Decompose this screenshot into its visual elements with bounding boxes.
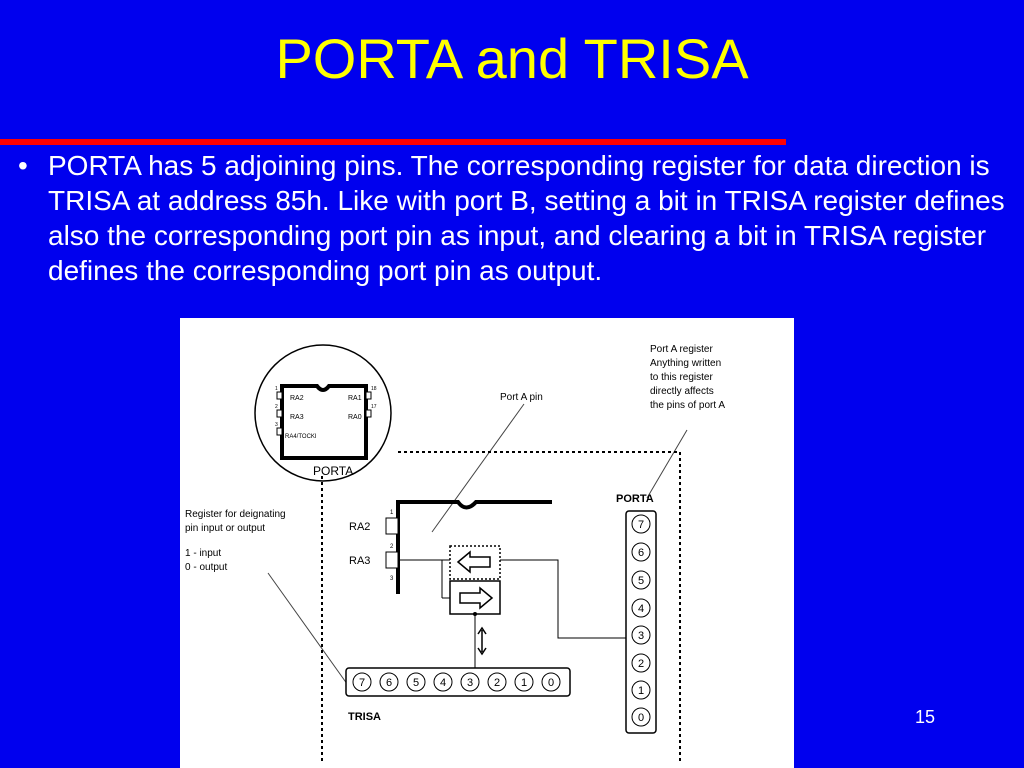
chip-pin-ra1: RA1 xyxy=(348,395,362,402)
porta-bit: 1 xyxy=(638,685,644,697)
porta-bit: 5 xyxy=(638,575,644,587)
chip-pin-ra0: RA0 xyxy=(348,414,362,421)
leader-lines xyxy=(267,403,688,689)
trisa-label: TRISA xyxy=(348,711,381,723)
svg-text:Port A register: Port A register xyxy=(650,344,713,355)
chip-pin-num: 17 xyxy=(371,404,377,410)
porta-register xyxy=(625,510,657,734)
porta-bit: 3 xyxy=(638,630,644,642)
bullet-item: • PORTA has 5 adjoining pins. The corres… xyxy=(18,148,1018,288)
bidirectional-arrow-icon xyxy=(477,626,487,656)
porta-bits: 7 6 5 4 3 2 1 0 xyxy=(631,514,651,727)
chip-pin-num: 3 xyxy=(275,422,278,428)
callout-port-a-pin: Port A pin xyxy=(500,392,543,403)
slide-title: PORTA and TRISA xyxy=(275,27,749,90)
callout-trisa-register: Register for deignating pin input or out… xyxy=(185,509,286,573)
chip-pin-num: 18 xyxy=(371,386,377,392)
trisa-bit: 6 xyxy=(386,677,392,689)
pin-ra2-icon xyxy=(385,517,399,535)
title-divider xyxy=(0,139,786,145)
bullet-list: • PORTA has 5 adjoining pins. The corres… xyxy=(18,148,1018,288)
porta-bit: 6 xyxy=(638,547,644,559)
arrow-left-icon xyxy=(456,550,491,574)
svg-text:pin input or output: pin input or output xyxy=(185,523,265,534)
trisa-register xyxy=(345,667,571,697)
pin-number: 2 xyxy=(390,544,394,550)
porta-bit: 4 xyxy=(638,603,644,615)
dashed-boundary xyxy=(321,451,681,763)
svg-text:0 - output: 0 - output xyxy=(185,562,227,573)
callout-porta-register: Port A register Anything written to this… xyxy=(650,344,725,411)
bullet-dot-icon: • xyxy=(18,150,28,181)
svg-text:the pins of port A: the pins of port A xyxy=(650,400,725,411)
svg-text:directly affects: directly affects xyxy=(650,386,714,397)
arrow-right-icon xyxy=(459,586,494,610)
diagram-svg: RA2 RA3 RA4/TOCKI RA1 RA0 1 2 3 18 17 PO… xyxy=(185,344,725,763)
trisa-bit: 2 xyxy=(494,677,500,689)
trisa-bit: 7 xyxy=(359,677,365,689)
chip-pin-num: 1 xyxy=(275,386,278,392)
inset-label: PORTA xyxy=(313,464,353,478)
porta-trisa-diagram: RA2 RA3 RA4/TOCKI RA1 RA0 1 2 3 18 17 PO… xyxy=(180,318,794,768)
chip-body-icon xyxy=(280,384,368,460)
chip-pin-ra4: RA4/TOCKI xyxy=(285,434,317,440)
chip-pin-num: 2 xyxy=(275,404,278,410)
wires xyxy=(398,559,626,668)
page-number: 15 xyxy=(914,707,936,727)
chip-inset: RA2 RA3 RA4/TOCKI RA1 RA0 1 2 3 18 17 PO… xyxy=(254,344,392,482)
pin-ra3-icon xyxy=(385,551,399,569)
porta-label: PORTA xyxy=(616,493,654,505)
pin-number: 1 xyxy=(390,510,394,516)
svg-text:Register for deignating: Register for deignating xyxy=(185,509,286,520)
pin-label-ra3: RA3 xyxy=(349,555,370,567)
pin-label-ra2: RA2 xyxy=(349,521,370,533)
svg-text:to this register: to this register xyxy=(650,372,713,383)
porta-bit: 7 xyxy=(638,519,644,531)
chip-edge-icon xyxy=(396,500,552,594)
chip-pin-ra3: RA3 xyxy=(290,414,304,421)
trisa-bit: 0 xyxy=(548,677,554,689)
svg-text:Anything written: Anything written xyxy=(650,358,721,369)
trisa-bit: 4 xyxy=(440,677,446,689)
trisa-bit: 3 xyxy=(467,677,473,689)
chip-pin-ra2: RA2 xyxy=(290,395,304,402)
trisa-bit: 5 xyxy=(413,677,419,689)
bullet-text: PORTA has 5 adjoining pins. The correspo… xyxy=(48,150,1005,286)
pin-number: 3 xyxy=(390,576,394,582)
svg-text:1 - input: 1 - input xyxy=(185,548,221,559)
trisa-bit: 1 xyxy=(521,677,527,689)
porta-bit: 2 xyxy=(638,658,644,670)
trisa-bits: 7 6 5 4 3 2 1 0 xyxy=(352,672,561,692)
porta-bit: 0 xyxy=(638,712,644,724)
